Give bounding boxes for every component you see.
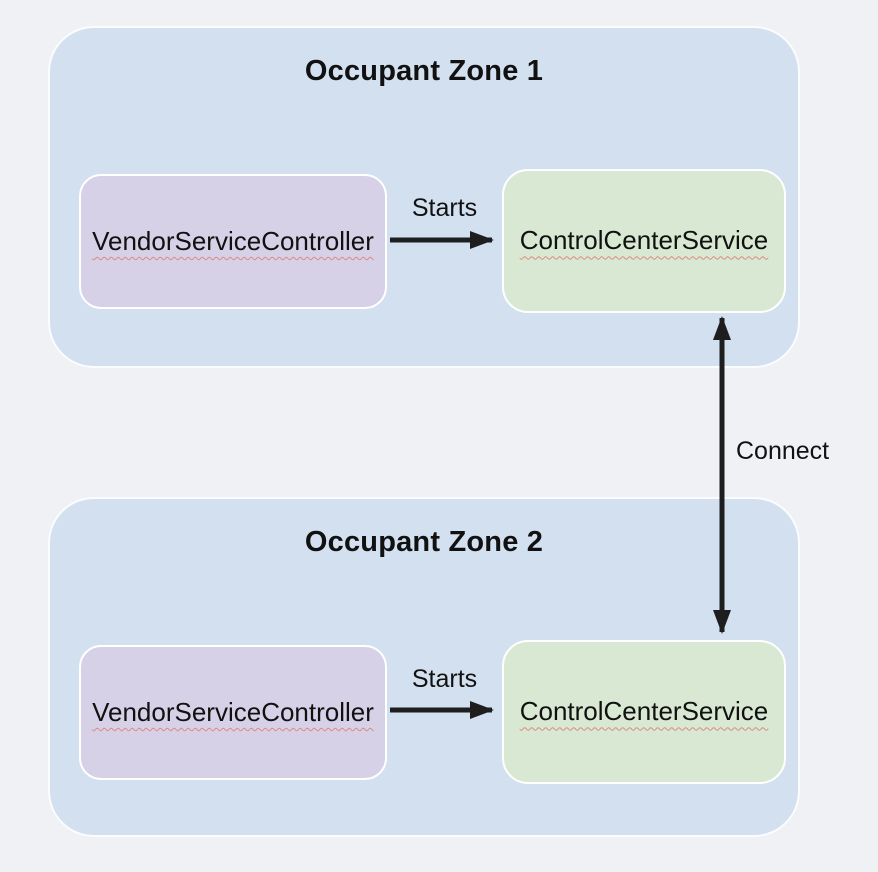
occupant-zone-1: Occupant Zone 1 VendorServiceController … xyxy=(48,26,800,368)
zone-1-title: Occupant Zone 1 xyxy=(304,55,544,87)
node-label: ControlCenterService xyxy=(519,225,769,256)
zone-2-vendor-service-controller-node: VendorServiceController xyxy=(79,645,387,780)
zone-1-vendor-service-controller-node: VendorServiceController xyxy=(79,174,387,309)
zone-2-title: Occupant Zone 2 xyxy=(304,526,544,558)
node-label: ControlCenterService xyxy=(519,696,769,727)
zone-2-starts-edge-label: Starts xyxy=(411,665,478,693)
node-label: VendorServiceController xyxy=(92,225,374,256)
zone-1-control-center-service-node: ControlCenterService xyxy=(502,169,786,313)
zone-1-starts-edge-label: Starts xyxy=(411,194,478,222)
connect-edge-label: Connect xyxy=(736,437,830,465)
occupant-zone-2: Occupant Zone 2 VendorServiceController … xyxy=(48,497,800,837)
node-label: VendorServiceController xyxy=(92,696,374,727)
zone-2-control-center-service-node: ControlCenterService xyxy=(502,640,786,784)
